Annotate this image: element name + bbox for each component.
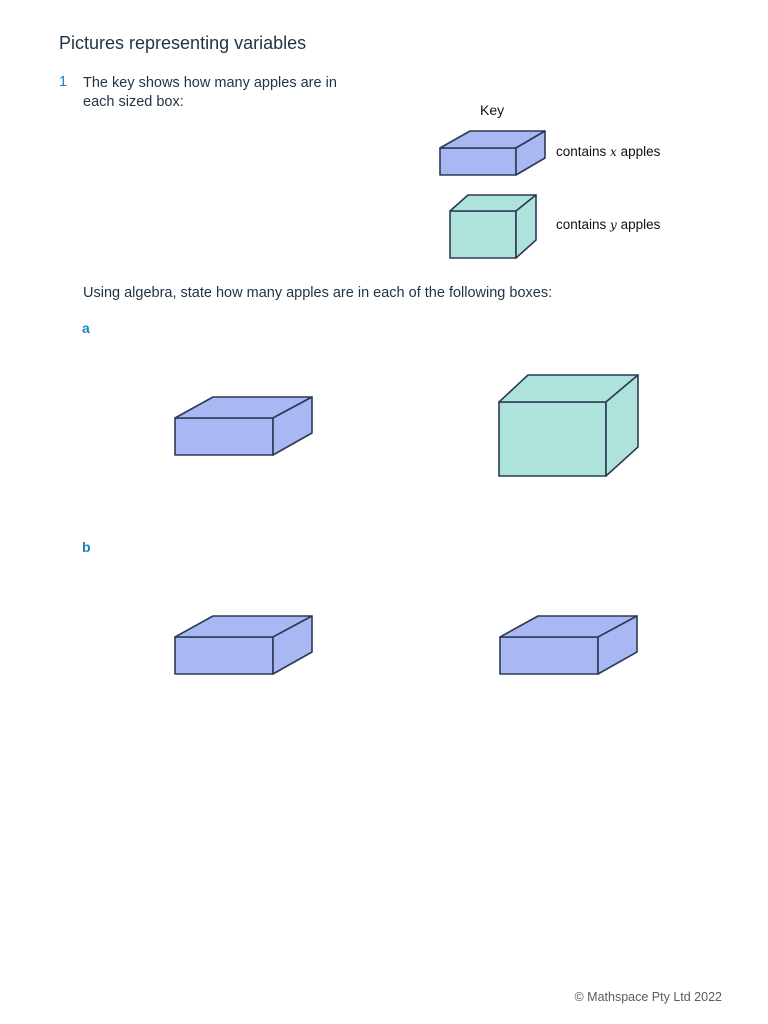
key-label-y-prefix: contains [556, 217, 611, 232]
copyright-footer: © Mathspace Pty Ltd 2022 [574, 990, 723, 1004]
part-b-small-blue-box-1 [174, 615, 313, 675]
question-number: 1 [59, 74, 68, 90]
key-label-x-suffix: apples [616, 144, 661, 159]
key-label-y-suffix: apples [616, 217, 661, 232]
key-label-y: contains y apples [556, 217, 660, 232]
key-large-green-box [449, 194, 537, 259]
page-title: Pictures representing variables [59, 33, 307, 53]
part-a-small-blue-box [174, 396, 313, 456]
question-instruction: Using algebra, state how many apples are… [83, 285, 553, 301]
variable-y: y [610, 218, 617, 232]
key-label-x-prefix: contains [556, 144, 611, 159]
key-title: Key [480, 102, 505, 118]
variable-x: x [610, 145, 617, 159]
question-intro: The key shows how many apples are in eac… [83, 75, 337, 110]
part-a-large-green-box [498, 374, 639, 477]
key-small-blue-box [439, 130, 546, 176]
part-b-label: b [82, 539, 91, 555]
part-b-small-blue-box-2 [499, 615, 638, 675]
part-a-label: a [82, 320, 90, 336]
key-label-x: contains x apples [556, 144, 660, 159]
